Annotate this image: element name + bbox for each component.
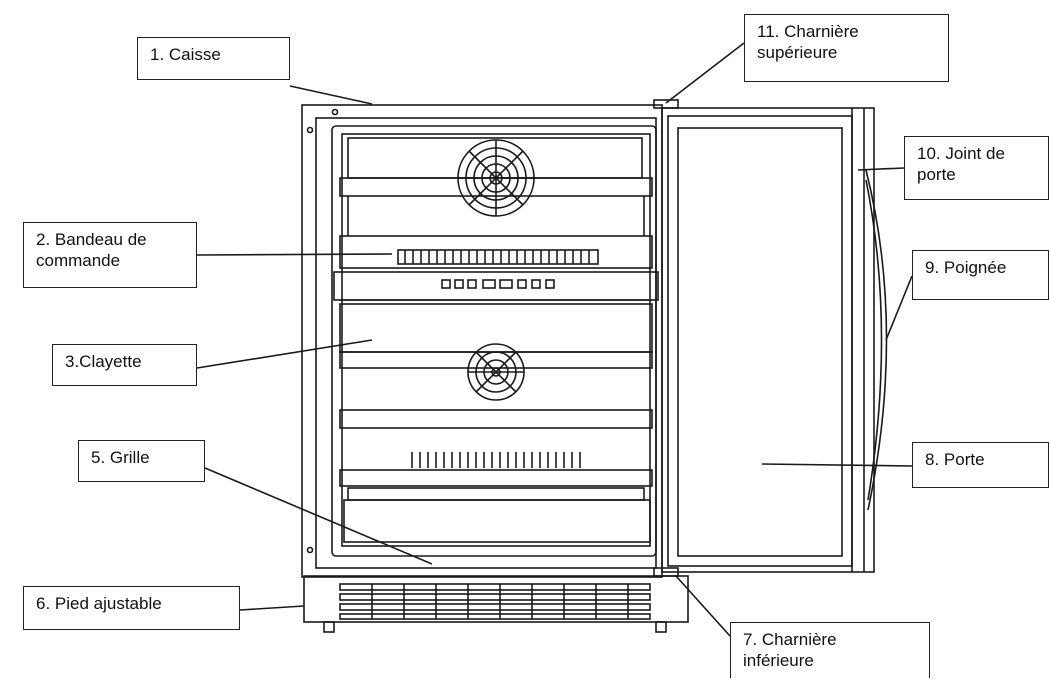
label-clayette: 3.Clayette [52, 344, 197, 386]
label-porte: 8. Porte [912, 442, 1049, 488]
middle-shelf [339, 303, 653, 429]
label-caisse: 1. Caisse [137, 37, 290, 80]
label-grille: 5. Grille [78, 440, 205, 482]
label-charniere-superieure: 11. Charnière supérieure [744, 14, 949, 82]
grille [303, 575, 689, 633]
upper-hinge [653, 99, 679, 109]
label-charniere-inferieure: 7. Charnière inférieure [730, 622, 930, 678]
label-bandeau-de-commande: 2. Bandeau de commande [23, 222, 197, 288]
leader-lines [196, 42, 913, 637]
control-panel [333, 235, 659, 301]
label-poignee: 9. Poignée [912, 250, 1049, 300]
label-joint-de-porte: 10. Joint de porte [904, 136, 1049, 200]
door [661, 107, 875, 573]
handle [865, 169, 888, 511]
cabinet-body [301, 104, 663, 578]
label-pied-ajustable: 6. Pied ajustable [23, 586, 240, 630]
top-fan-panel [347, 137, 643, 217]
shelf-top [339, 177, 653, 236]
lower-shelf [339, 452, 653, 543]
